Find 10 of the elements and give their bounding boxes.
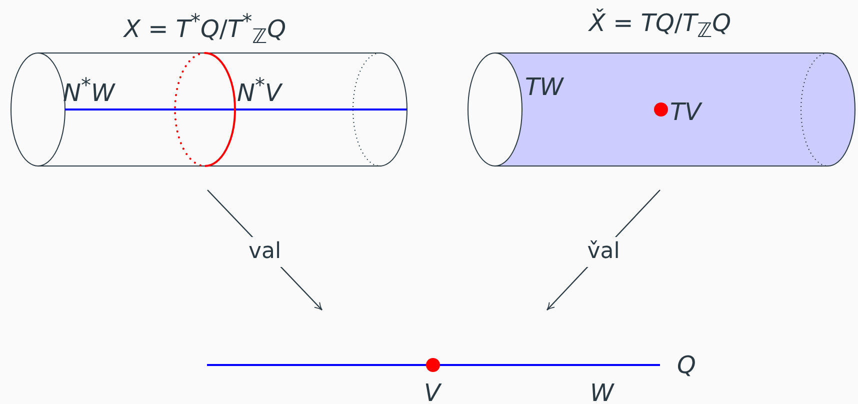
math-label: TV <box>670 100 702 124</box>
math-label: N$^{*}$W <box>63 75 115 105</box>
formula-title: X = T$^{*}$Q/T$^{*}$$_{ℤ}$Q <box>124 11 286 46</box>
math-label: N$^{*}$V <box>237 75 282 105</box>
math-label: V <box>424 381 440 404</box>
math-label: TW <box>525 75 564 99</box>
math-label: W <box>590 381 614 404</box>
math-label: Q <box>677 353 696 377</box>
edge-label: val <box>246 237 284 267</box>
formula-title: X̌ = TQ/T$_{ℤ}$Q <box>589 11 731 40</box>
